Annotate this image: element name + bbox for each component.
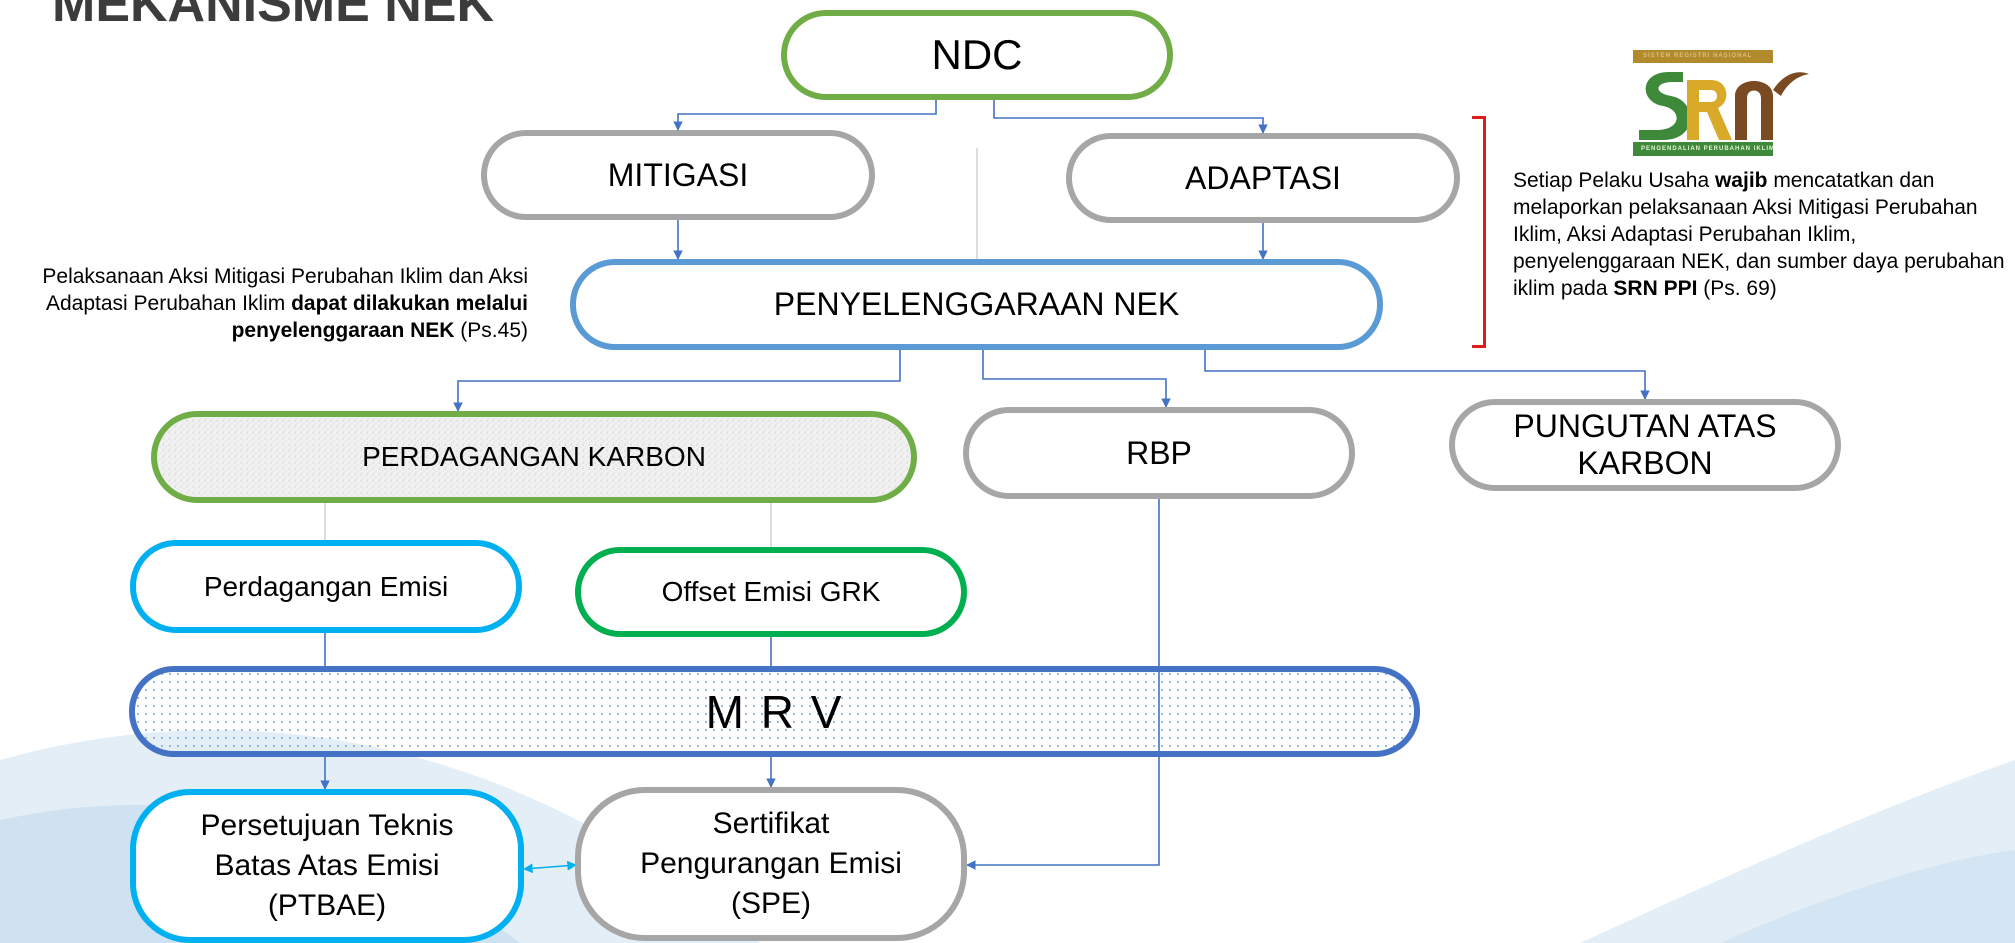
node-perdagangan-emisi: Perdagangan Emisi [130,540,522,633]
node-offset-emisi-grk: Offset Emisi GRK [575,547,967,637]
arrow-penyelenggaraan-pungutan [1204,350,1650,400]
node-ndc: NDC [781,10,1173,100]
mrv-pattern-fill [135,669,1416,753]
arrow-rbp-spe [966,499,1160,870]
srn-ppi-logo: SISTEM REGISTRI NASIONAL PENGENDALIAN PE… [1633,50,1809,156]
node-adaptasi: ADAPTASI [1066,133,1460,223]
arrow-penyelenggaraan-rbp [982,350,1171,408]
arrow-penyelenggaraan-perdagangan [453,350,901,412]
node-penyelenggaraan-nek: PENYELENGGARAAN NEK [570,259,1383,350]
arrow-ndc-mitigasi [673,100,937,131]
node-pungutan-atas-karbon: PUNGUTAN ATAS KARBON [1449,399,1841,491]
node-spe: Sertifikat Pengurangan Emisi (SPE) [575,787,967,941]
note-pasal-69: Setiap Pelaku Usaha wajib mencatatkan da… [1513,169,2005,300]
page-title: MEKANISME NEK [52,0,495,33]
srn-logo-icon [1633,50,1809,156]
arrow-ndc-adaptasi [993,100,1268,134]
node-mitigasi: MITIGASI [481,130,875,220]
logo-top-text: SISTEM REGISTRI NASIONAL [1643,53,1753,59]
logo-bottom-text: PENGENDALIAN PERUBAHAN IKLIM [1641,146,1776,152]
bracket-marker [1472,116,1486,348]
node-rbp: RBP [963,407,1355,499]
node-mrv: M R V [129,666,1420,757]
karbon-pattern-fill [154,415,913,500]
node-ptbae: Persetujuan Teknis Batas Atas Emisi (PTB… [130,789,524,943]
note-pasal-45: Pelaksanaan Aksi Mitigasi Perubahan Ikli… [42,265,528,342]
arrow-ptbae-spe [523,860,577,874]
node-perdagangan-karbon: PERDAGANGAN KARBON [151,411,917,503]
